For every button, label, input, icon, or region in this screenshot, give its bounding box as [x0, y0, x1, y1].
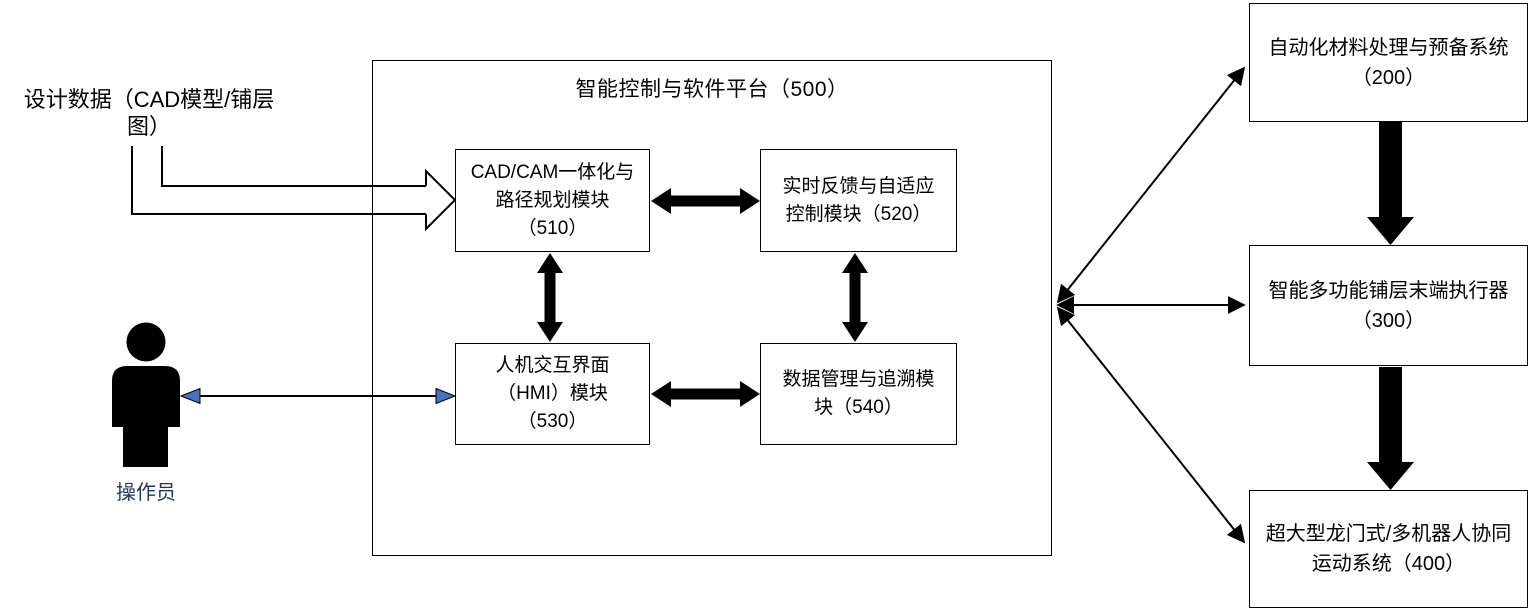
module-530-line2: （HMI）模块	[497, 383, 608, 404]
system-300-400-arrow	[1367, 367, 1414, 490]
system-200-line2: （200）	[1351, 66, 1426, 89]
module-510-line3: （510）	[517, 217, 588, 239]
module-530-line3: （530）	[517, 411, 588, 432]
system-400-line2: 运动系统（400）	[1311, 553, 1466, 575]
module-520-line2: 控制模块（520）	[785, 203, 932, 225]
module-510-520-arrow	[651, 188, 760, 214]
module-520-line1: 实时反馈与自适应	[782, 175, 935, 197]
module-540-line1: 数据管理与追溯模	[782, 369, 935, 390]
system-400-box: 超大型龙门式/多机器人协同 运动系统（400）	[1249, 490, 1528, 608]
platform-500-title: 智能控制与软件平台（500）	[575, 78, 849, 101]
module-520-540-arrow	[842, 253, 868, 342]
module-510-line1: CAD/CAM一体化与	[470, 161, 635, 183]
design-data-line2: 图）	[126, 114, 171, 139]
operator-hmi-arrow	[179, 387, 457, 405]
module-530-box: 人机交互界面 （HMI）模块 （530）	[455, 343, 650, 445]
platform-systems-connectors	[1056, 66, 1246, 544]
operator-label: 操作员	[116, 482, 176, 504]
module-540-line2: 块（540）	[814, 397, 903, 418]
system-200-box: 自动化材料处理与预备系统 （200）	[1249, 3, 1528, 122]
design-data-label: 设计数据（CAD模型/铺层 图）	[8, 86, 290, 140]
system-200-300-arrow	[1367, 122, 1414, 245]
design-data-line1: 设计数据（CAD模型/铺层	[23, 87, 275, 112]
system-300-line1: 智能多功能铺层末端执行器	[1268, 279, 1509, 302]
module-510-line2: 路径规划模块	[495, 189, 610, 211]
system-300-line2: （300）	[1351, 309, 1426, 332]
module-510-530-arrow	[537, 253, 563, 342]
system-400-line1: 超大型龙门式/多机器人协同	[1265, 523, 1512, 545]
module-530-line1: 人机交互界面	[495, 355, 610, 376]
system-300-box: 智能多功能铺层末端执行器 （300）	[1249, 245, 1528, 366]
platform-500-box: 智能控制与软件平台（500）	[372, 60, 1052, 556]
module-520-box: 实时反馈与自适应 控制模块（520）	[760, 149, 957, 252]
module-510-box: CAD/CAM一体化与 路径规划模块 （510）	[455, 149, 650, 252]
system-200-line1: 自动化材料处理与预备系统	[1268, 36, 1509, 59]
module-540-box: 数据管理与追溯模 块（540）	[760, 343, 957, 445]
module-530-540-arrow	[651, 381, 760, 407]
operator-icon	[112, 322, 180, 467]
